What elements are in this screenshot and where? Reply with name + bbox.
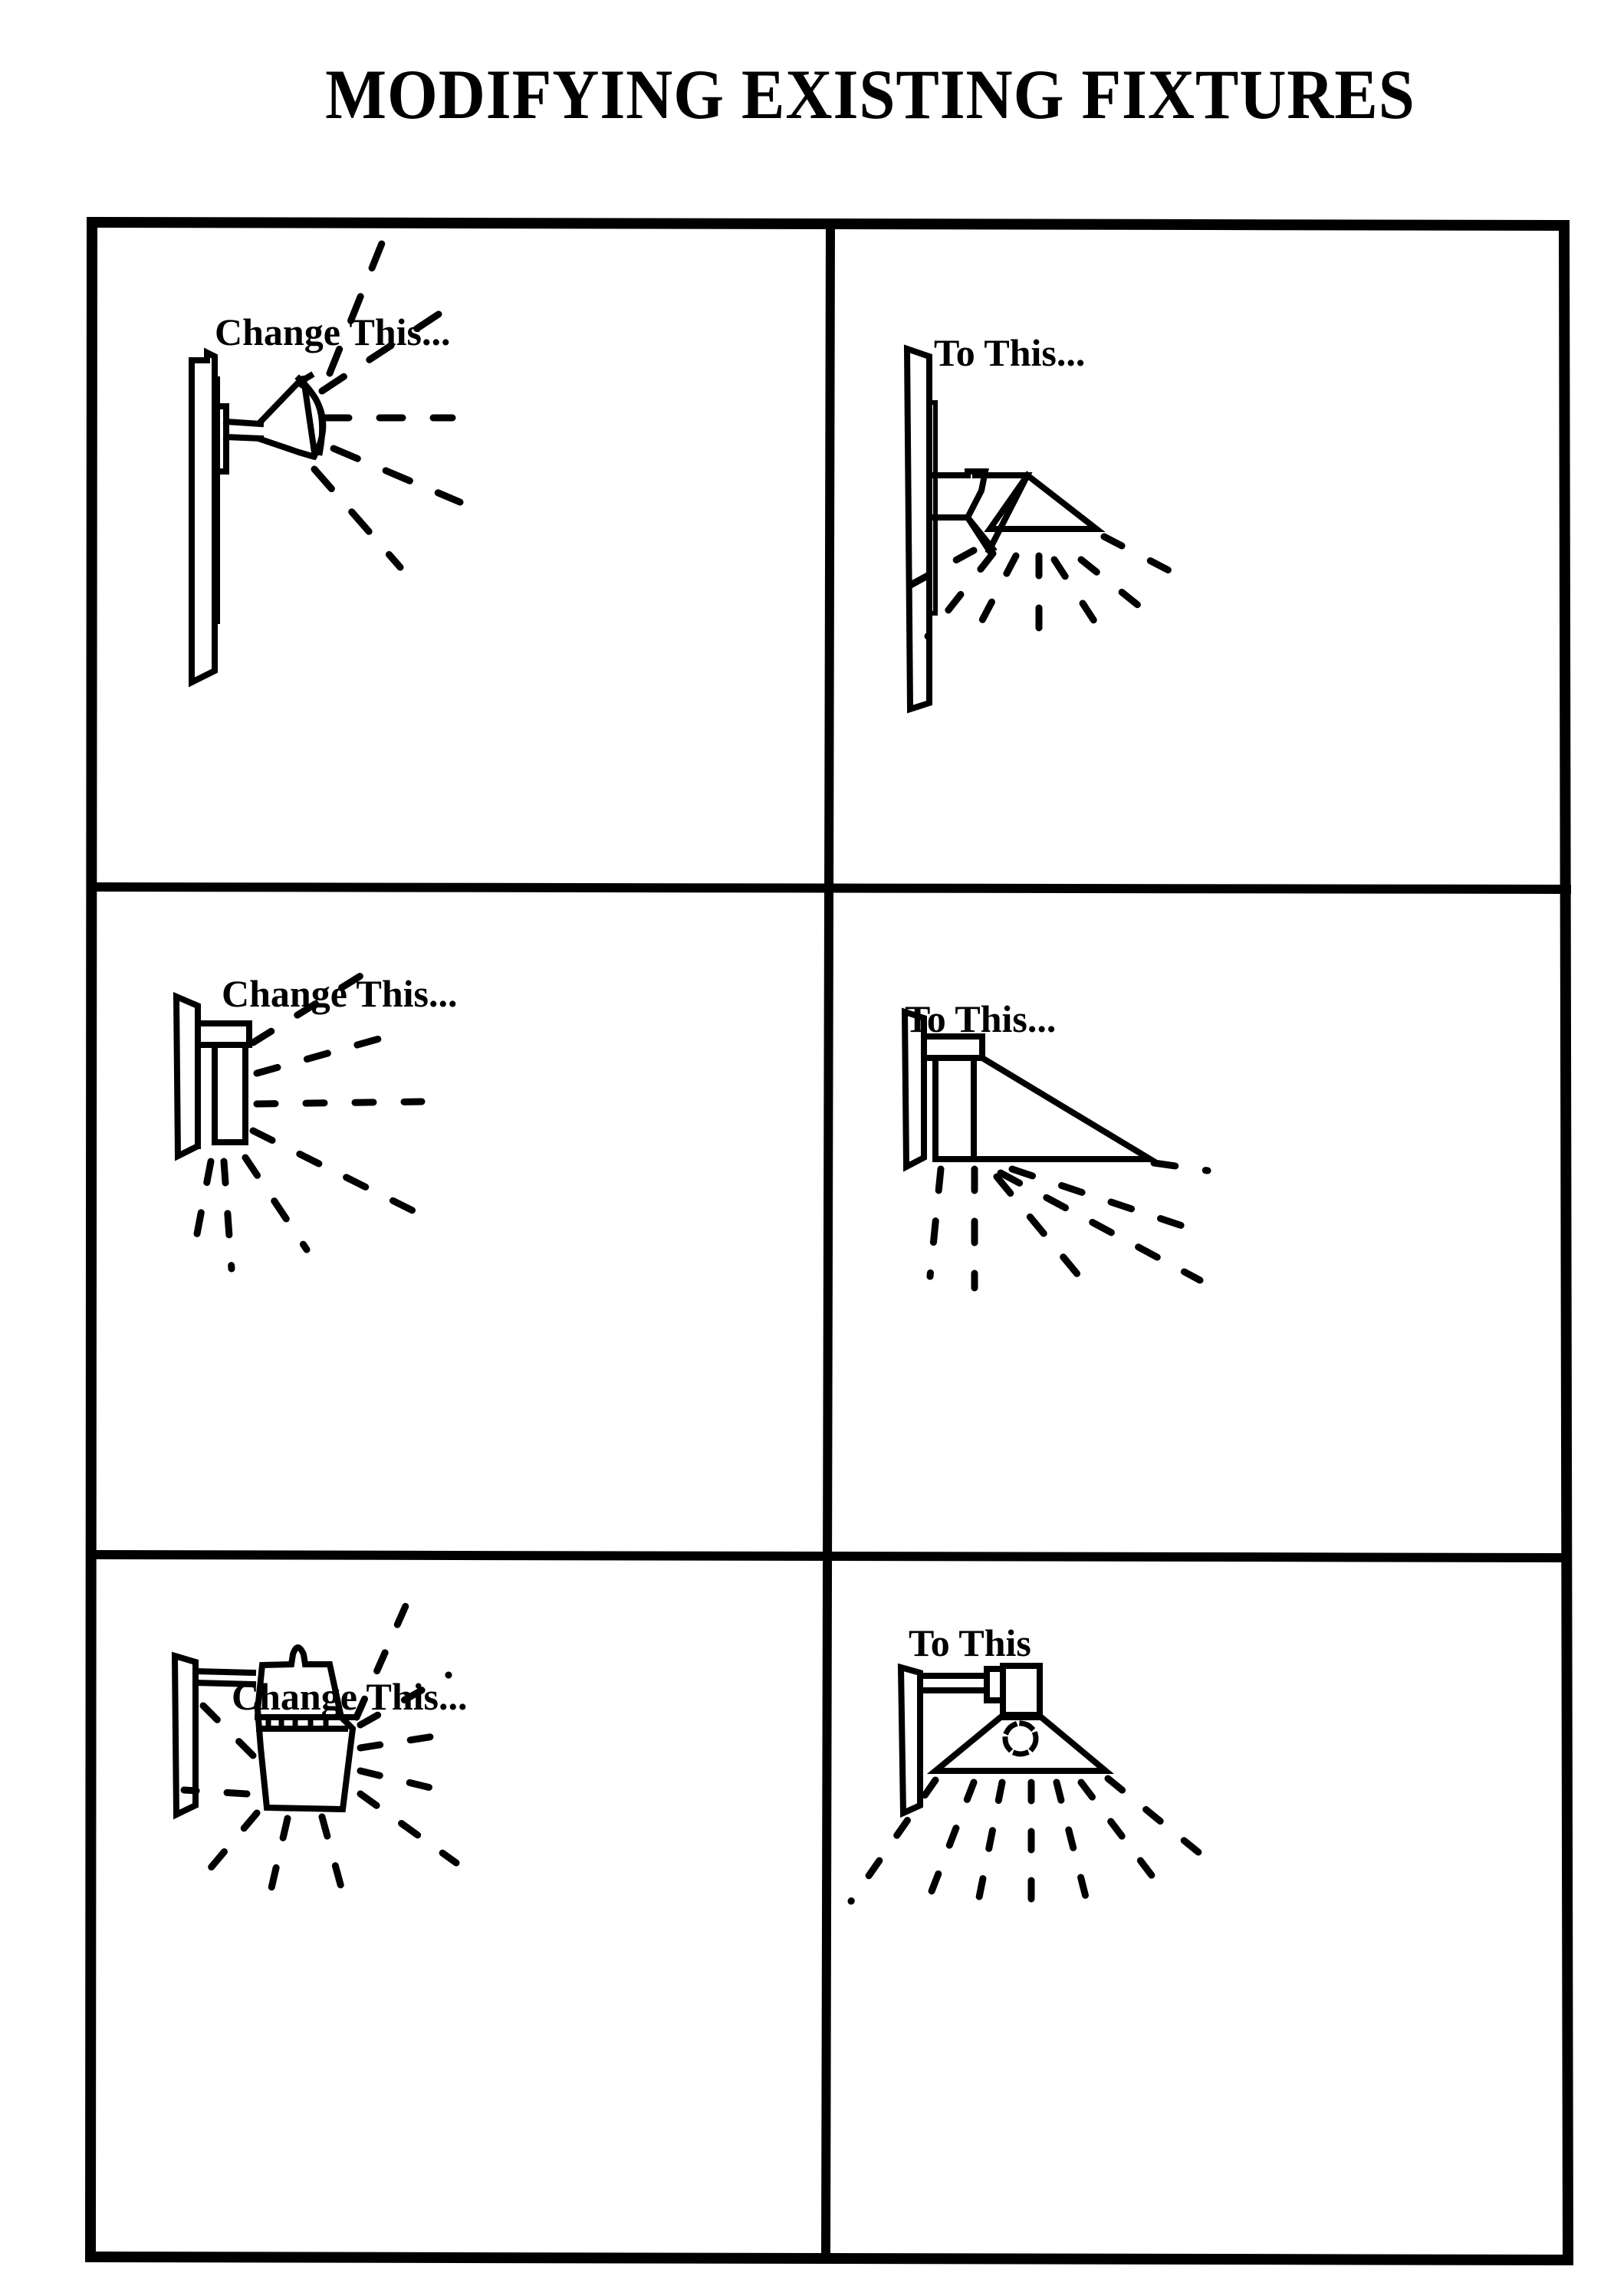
grid-row-divider-1: [87, 882, 1572, 895]
panel-label: To This...: [934, 331, 1085, 374]
wall-pack-with-visor-icon: [901, 1007, 1162, 1172]
light-rays: [180, 1583, 460, 1905]
light-rays: [847, 1775, 1215, 1913]
full-cutoff-cone-shade-icon: [897, 1663, 1115, 1818]
panel-3-before: Change This...: [173, 970, 458, 1273]
panel-5-before: Change This...: [171, 1583, 468, 1905]
light-rays: [926, 1159, 1211, 1292]
light-rays: [897, 533, 1196, 640]
flood-lamp-fixture-icon: [189, 347, 327, 688]
panel-4-after: To This...: [901, 997, 1211, 1292]
panel-1-before: Change This...: [189, 226, 464, 688]
grid-frame: [84, 216, 1574, 2266]
panel-2-after: To This...: [897, 331, 1196, 714]
panel-label: Change This...: [222, 972, 458, 1015]
panel-6-after: To This: [847, 1621, 1215, 1913]
panel-label: To This: [909, 1621, 1031, 1664]
shielded-angled-shade-icon: [903, 344, 1106, 714]
box-wall-pack-icon: [173, 991, 252, 1161]
panel-label: To This...: [905, 997, 1056, 1040]
light-rays: [192, 970, 426, 1273]
light-rays: [311, 226, 464, 571]
page-title: MODIFYING EXISTING FIXTURES: [325, 55, 1415, 133]
grid-vertical-divider: [820, 218, 836, 2264]
panel-grid: [84, 216, 1574, 2266]
panel-label: Change This...: [232, 1675, 468, 1718]
panel-label: Change This...: [215, 310, 451, 353]
grid-row-divider-2: [87, 1549, 1572, 1563]
lantern-barn-light-icon: [171, 1644, 357, 1820]
